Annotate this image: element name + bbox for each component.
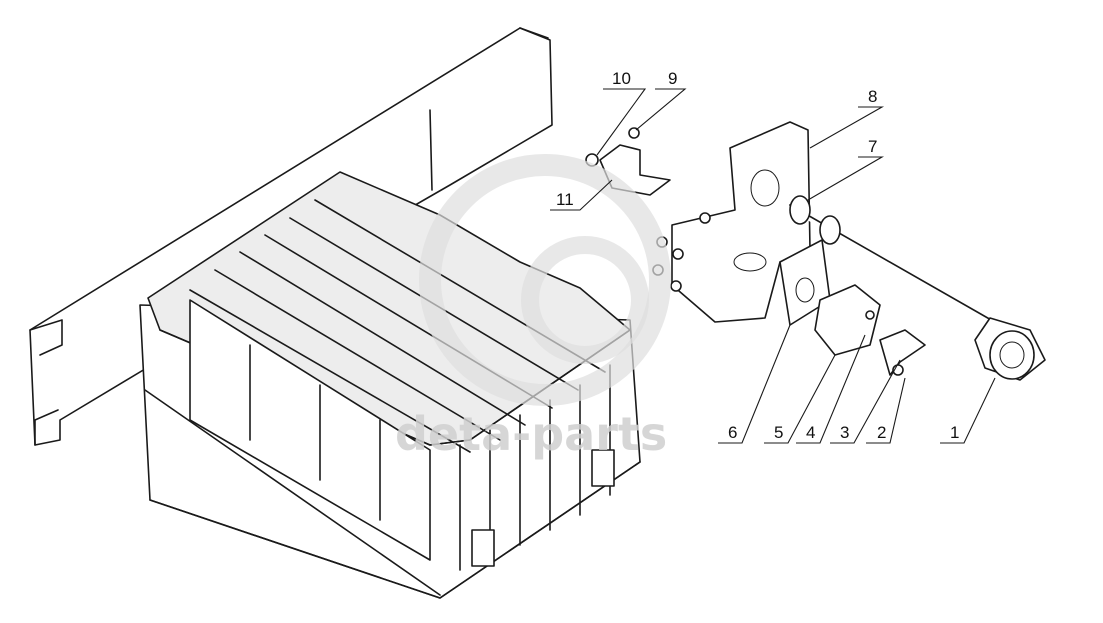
watermark-text: deta-parts: [395, 407, 667, 461]
callout-7: 7: [868, 137, 877, 156]
watermark: deta-parts: [395, 154, 671, 461]
callout-2: 2: [877, 423, 886, 442]
callout-11: 11: [556, 190, 574, 209]
callout-10: 10: [612, 69, 631, 88]
cable-assembly: [787, 195, 1046, 381]
callout-6: 6: [728, 423, 737, 442]
callout-3: 3: [840, 423, 849, 442]
callout-8: 8: [868, 87, 877, 106]
callout-9: 9: [668, 69, 677, 88]
callout-1: 1: [950, 423, 959, 442]
callout-4: 4: [806, 423, 815, 442]
battery-box: [139, 171, 641, 599]
callouts: 10 9 11 8 7 6 5 4 3 2 1: [550, 69, 996, 444]
callout-5: 5: [774, 423, 783, 442]
